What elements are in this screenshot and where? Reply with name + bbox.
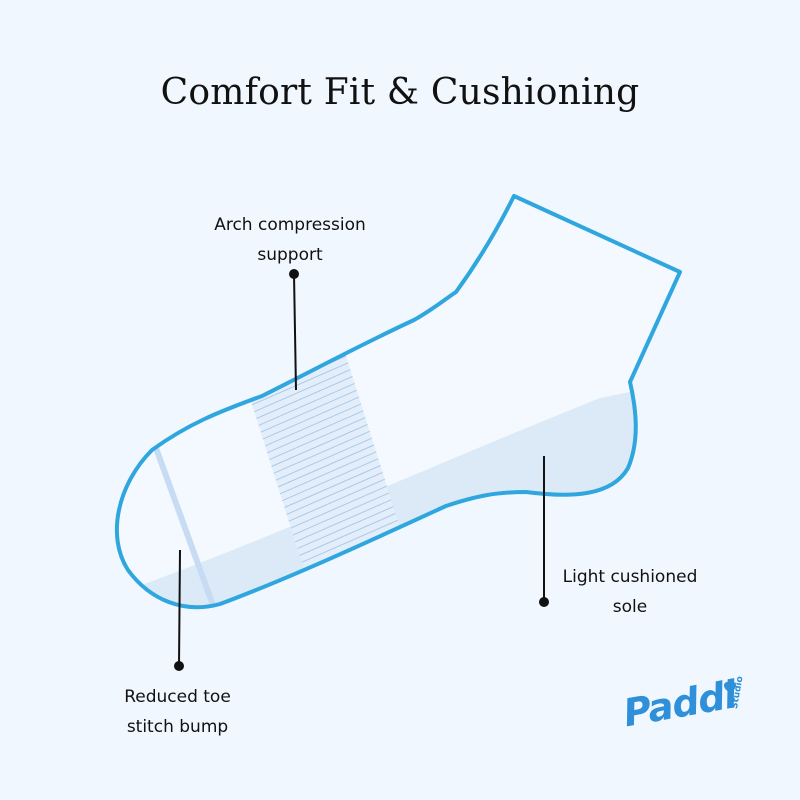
arch-stripe <box>256 376 353 419</box>
arch-stripe <box>277 444 375 488</box>
arch-stripe <box>292 492 390 536</box>
toe-stitch-callout: Reduced toe stitch bump <box>90 682 265 742</box>
arch-stripe <box>264 403 362 447</box>
sock-body <box>116 196 681 608</box>
arch-stripe <box>260 389 358 433</box>
cushioned-sole-callout: Light cushioned sole <box>540 562 720 622</box>
arch-stripe <box>290 485 388 529</box>
arch-stripe <box>262 396 360 440</box>
arch-stripe <box>301 519 398 563</box>
arch-stripe <box>282 458 379 502</box>
arch-compression-band <box>249 355 403 577</box>
callout-line: sole <box>612 597 648 617</box>
arch-stripe <box>273 430 370 474</box>
heart-icon <box>724 682 736 693</box>
arch-stripe <box>266 410 364 454</box>
arch-stripe <box>251 362 349 406</box>
arch-stripe <box>271 424 368 467</box>
arch-stripe <box>286 471 383 515</box>
arch-stripe <box>299 513 396 556</box>
callout-line: Arch compression <box>214 215 366 235</box>
callout-line: support <box>257 245 323 265</box>
callout-line: stitch bump <box>126 717 229 737</box>
arch-stripe <box>288 478 386 522</box>
sole-pointer <box>539 456 549 607</box>
arch-stripe <box>275 437 373 481</box>
arch-stripe <box>294 499 392 543</box>
logo-wordmark: Paddi <box>620 672 740 736</box>
brand-logo: Paddi Studio <box>612 672 762 762</box>
toe-pointer <box>174 549 184 671</box>
sock-outline <box>114 194 682 610</box>
arch-stripe <box>279 451 377 495</box>
arch-compression-callout: Arch compression support <box>190 210 390 270</box>
arch-stripe <box>258 382 355 426</box>
callout-line: Light cushioned <box>562 567 698 587</box>
page-title: Comfort Fit & Cushioning <box>160 72 640 113</box>
arch-stripe <box>284 465 381 508</box>
arch-pointer <box>289 269 299 391</box>
toe-seam <box>153 446 217 608</box>
callout-line: Reduced toe <box>124 687 231 707</box>
arch-stripe <box>254 369 351 413</box>
arch-stripe <box>269 417 366 461</box>
arch-stripe <box>297 506 394 550</box>
